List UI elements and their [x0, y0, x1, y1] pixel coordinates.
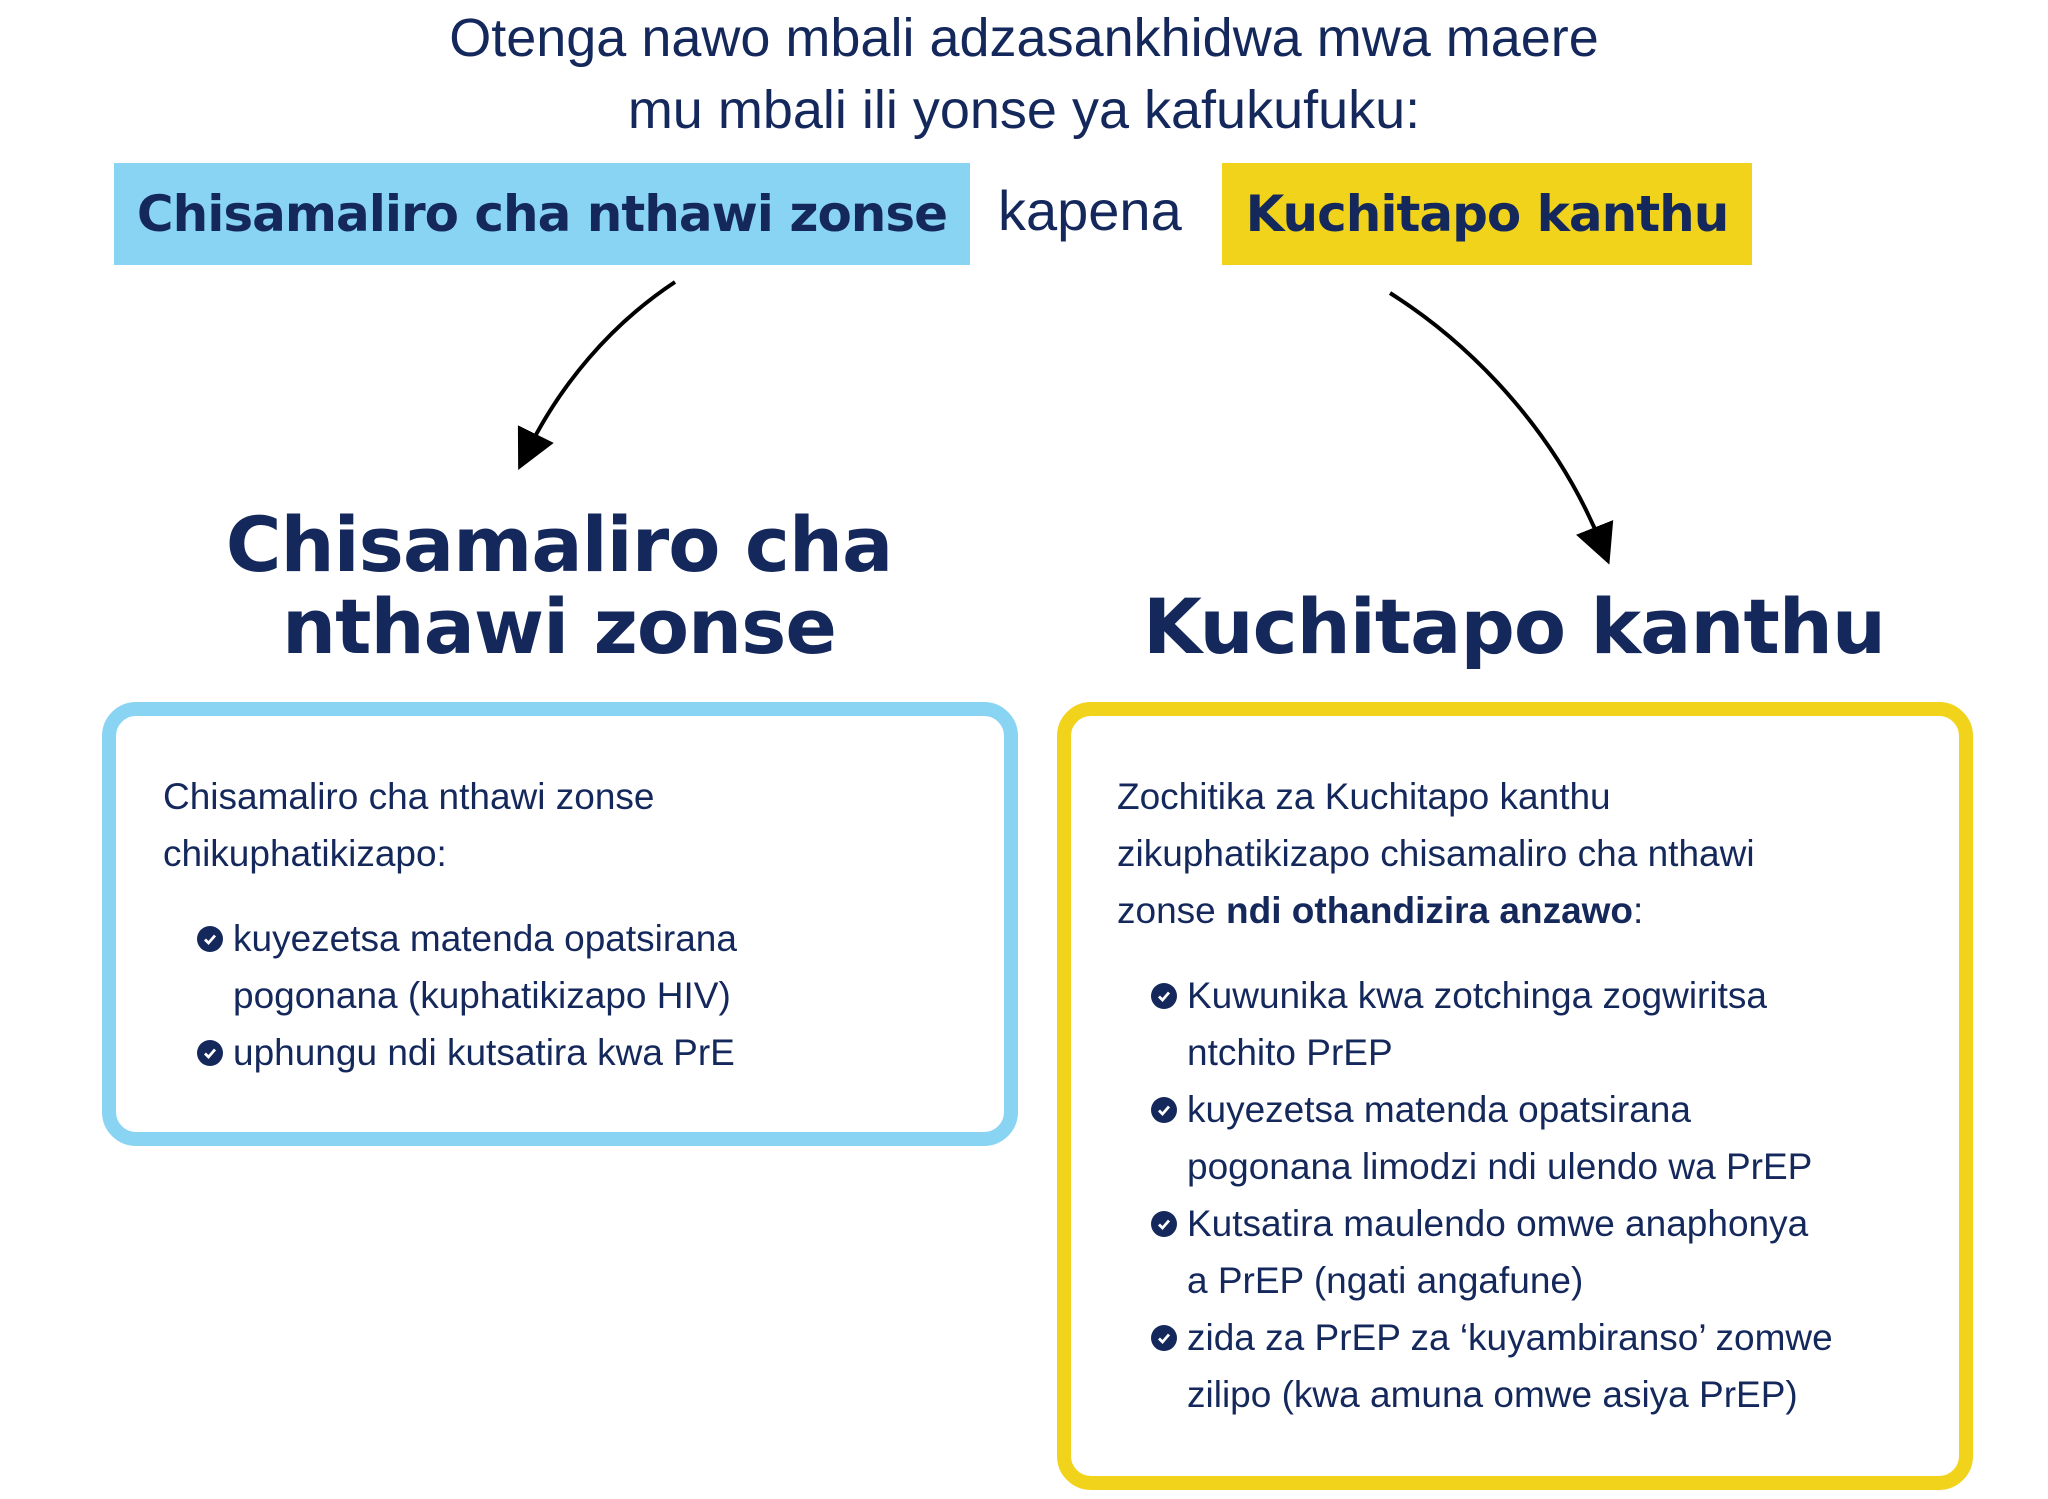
list-item: kuyezetsa matenda opatsirana pogonana (ku…: [197, 910, 983, 1024]
regular-care-box: Chisamaliro cha nthawi zonse chikuphatik…: [102, 702, 1018, 1146]
intro-line: Zochitika za Kuchitapo kanthu: [1117, 776, 1611, 817]
check-circle-icon: [1151, 1211, 1177, 1237]
title-line-2: mu mbali ili yonse ya kafukufuku:: [627, 80, 1421, 140]
heading-line-2: nthawi zonse: [282, 582, 837, 671]
item-text: Kutsatira maulendo omwe anaphonya: [1187, 1203, 1809, 1244]
item-text: kuyezetsa matenda opatsirana: [1187, 1089, 1691, 1130]
list-item: uphungu ndi kutsatira kwa PrE: [197, 1024, 983, 1081]
check-circle-icon: [1151, 983, 1177, 1009]
item-text: ntchito PrEP: [1187, 1032, 1393, 1073]
intervention-list: Kuwunika kwa zotchinga zogwiritsa ntchito…: [1151, 967, 1957, 1423]
item-text: a PrEP (ngati angafune): [1187, 1260, 1584, 1301]
item-text: pogonana limodzi ndi ulendo wa PrEP: [1187, 1146, 1813, 1187]
tag-regular-care-label: Chisamaliro cha nthawi zonse: [136, 185, 948, 243]
list-item: Kutsatira maulendo omwe anaphonya a PrEP …: [1151, 1195, 1957, 1309]
intro-line: Chisamaliro cha nthawi zonse: [163, 776, 655, 817]
check-circle-icon: [1151, 1097, 1177, 1123]
tag-regular-care: Chisamaliro cha nthawi zonse: [114, 163, 970, 265]
check-circle-icon: [197, 1040, 223, 1066]
list-item: Kuwunika kwa zotchinga zogwiritsa ntchito…: [1151, 967, 1957, 1081]
heading-intervention: Kuchitapo kanthu: [1142, 582, 1886, 671]
item-text: kuyezetsa matenda opatsirana: [233, 918, 737, 959]
title-line-1: Otenga nawo mbali adzasankhidwa mwa maer…: [449, 8, 1599, 68]
intro-bold-text: ndi othandizira anzawo: [1226, 890, 1634, 931]
intro-line: chikuphatikizapo:: [163, 833, 447, 874]
heading-line-1: Chisamaliro cha: [225, 500, 894, 589]
regular-care-list: kuyezetsa matenda opatsirana pogonana (ku…: [197, 910, 983, 1081]
check-circle-icon: [197, 926, 223, 952]
item-text: pogonana (kuphatikizapo HIV): [233, 975, 731, 1016]
intro-line: zonse ndi othandizira anzawo:: [1117, 882, 1957, 939]
intervention-intro: Zochitika za Kuchitapo kanthu zikuphatik…: [1117, 768, 1957, 939]
tag-intervention-label: Kuchitapo kanthu: [1245, 185, 1730, 243]
intervention-box: Zochitika za Kuchitapo kanthu zikuphatik…: [1057, 702, 1973, 1490]
list-item: kuyezetsa matenda opatsirana pogonana lim…: [1151, 1081, 1957, 1195]
check-circle-icon: [1151, 1325, 1177, 1351]
intro-text: :: [1633, 890, 1644, 931]
arrow-left: [517, 280, 677, 470]
tag-intervention: Kuchitapo kanthu: [1222, 163, 1752, 265]
item-text: zida za PrEP za ‘kuyambiranso’ zomwe: [1187, 1317, 1833, 1358]
arrows: [517, 280, 1614, 565]
item-text: zilipo (kwa amuna omwe asiya PrEP): [1187, 1374, 1798, 1415]
item-text: Kuwunika kwa zotchinga zogwiritsa: [1187, 975, 1767, 1016]
arrow-right: [1388, 291, 1614, 565]
heading-regular-care: Chisamaliro cha nthawi zonse: [159, 504, 959, 668]
item-text: uphungu ndi kutsatira kwa PrE: [233, 1032, 735, 1073]
connector-or: kapena: [998, 179, 1182, 242]
regular-care-intro: Chisamaliro cha nthawi zonse chikuphatik…: [163, 768, 983, 882]
intro-line: zikuphatikizapo chisamaliro cha nthawi: [1117, 833, 1755, 874]
intro-text: zonse: [1117, 890, 1227, 931]
page-title: Otenga nawo mbali adzasankhidwa mwa maer…: [0, 2, 2048, 146]
list-item: zida za PrEP za ‘kuyambiranso’ zomwe zili…: [1151, 1309, 1957, 1423]
